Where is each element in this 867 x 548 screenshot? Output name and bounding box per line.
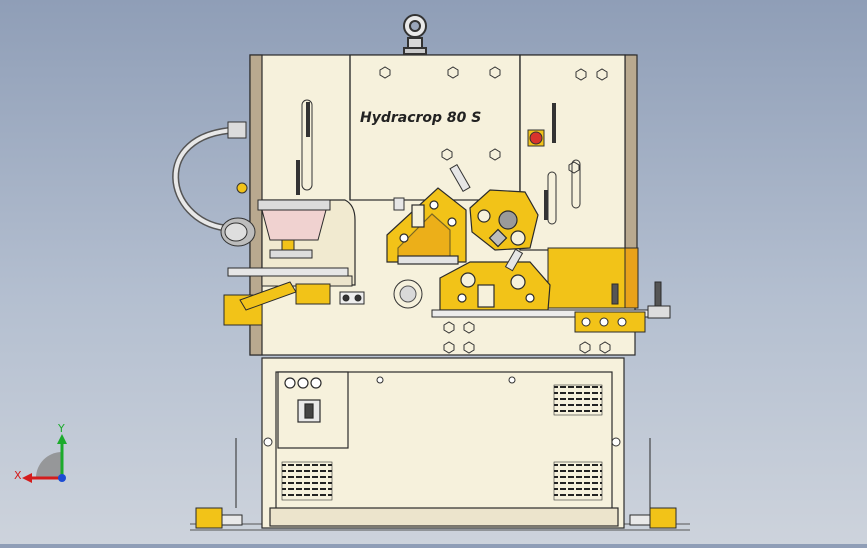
support-rail bbox=[431, 281, 671, 333]
x-axis-label: X bbox=[14, 469, 22, 482]
y-axis-label: Y bbox=[57, 422, 65, 435]
punch-station bbox=[257, 199, 331, 259]
flat-bar-shear bbox=[439, 261, 551, 311]
lower-bolts bbox=[443, 321, 611, 354]
brand-label: Hydracrop 80 S bbox=[360, 110, 481, 126]
cabinet-screws bbox=[263, 376, 621, 447]
scale-strips bbox=[296, 102, 556, 220]
round-stop bbox=[393, 279, 423, 309]
work-lamp bbox=[172, 121, 256, 247]
punch-table bbox=[223, 267, 365, 326]
lifting-eye-icon bbox=[403, 14, 427, 55]
clamp-handles bbox=[393, 164, 524, 272]
slot-outlines bbox=[301, 99, 581, 225]
electrical-panel bbox=[277, 371, 349, 449]
axis-triad bbox=[22, 434, 67, 483]
right-guard bbox=[547, 247, 639, 309]
angle-shear-plate bbox=[386, 187, 467, 265]
emergency-stop-button[interactable] bbox=[527, 129, 545, 147]
machine-feet bbox=[195, 438, 677, 529]
hex-bolts bbox=[379, 66, 608, 174]
section-shear bbox=[469, 189, 539, 251]
vent-grilles bbox=[281, 384, 603, 501]
